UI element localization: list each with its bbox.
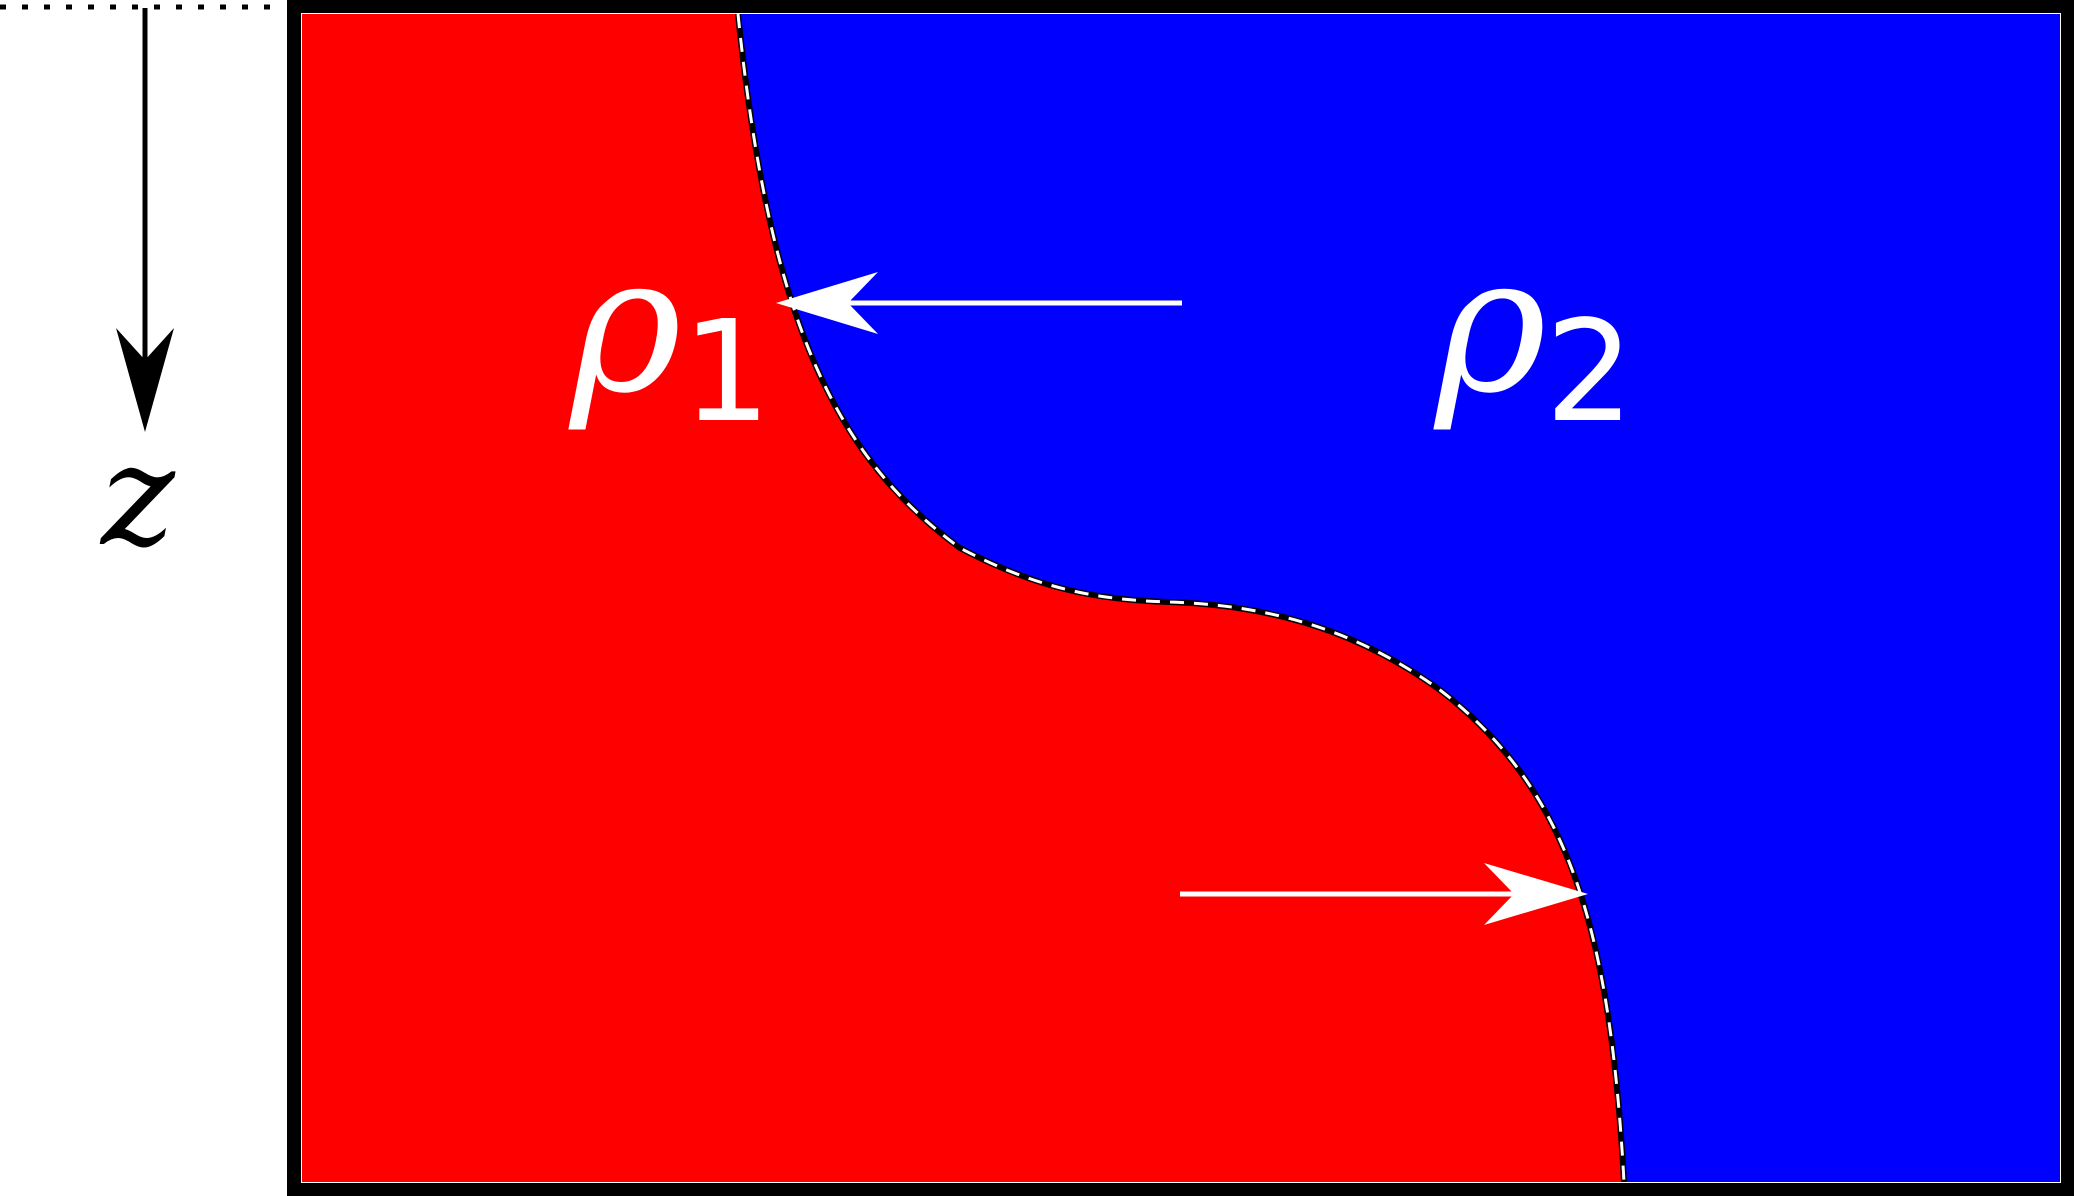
arrow-left: [776, 272, 1182, 334]
fluid-left-label: ρ 1: [568, 214, 771, 454]
fluid-right-label: ρ 2: [1433, 214, 1634, 454]
container-frame: [287, 0, 2074, 1196]
interface-curve-dashes: [736, 14, 1626, 1182]
fluid-left-region: [302, 14, 1624, 1182]
arrow-right: [1180, 863, 1588, 925]
z-axis-arrow: [116, 8, 174, 432]
z-axis-label: z: [99, 415, 176, 578]
